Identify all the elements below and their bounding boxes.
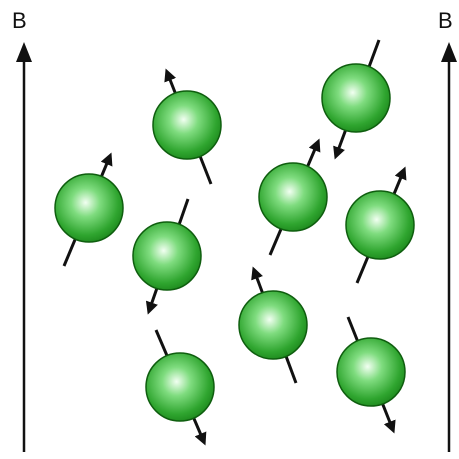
particle-sphere xyxy=(336,337,406,407)
particles-group xyxy=(54,39,415,446)
particle-4 xyxy=(145,329,215,446)
particle-sphere xyxy=(258,162,328,232)
particle-sphere xyxy=(132,221,202,291)
particle-sphere xyxy=(152,90,222,160)
left-field-label: B xyxy=(12,8,27,33)
particle-9 xyxy=(336,316,406,434)
particle-6 xyxy=(258,138,328,256)
left-field-arrow xyxy=(16,42,32,452)
particle-1 xyxy=(54,152,124,267)
particle-5 xyxy=(321,39,391,160)
particle-sphere xyxy=(54,173,124,243)
particle-sphere xyxy=(238,290,308,360)
particle-sphere xyxy=(321,63,391,133)
right-field-label: B xyxy=(438,8,453,33)
particle-sphere xyxy=(145,352,215,422)
particle-8 xyxy=(238,266,308,384)
particle-3 xyxy=(132,198,202,315)
particle-2 xyxy=(152,68,222,185)
particle-7 xyxy=(345,166,415,284)
particle-sphere xyxy=(345,190,415,260)
right-field-arrow xyxy=(441,42,457,452)
